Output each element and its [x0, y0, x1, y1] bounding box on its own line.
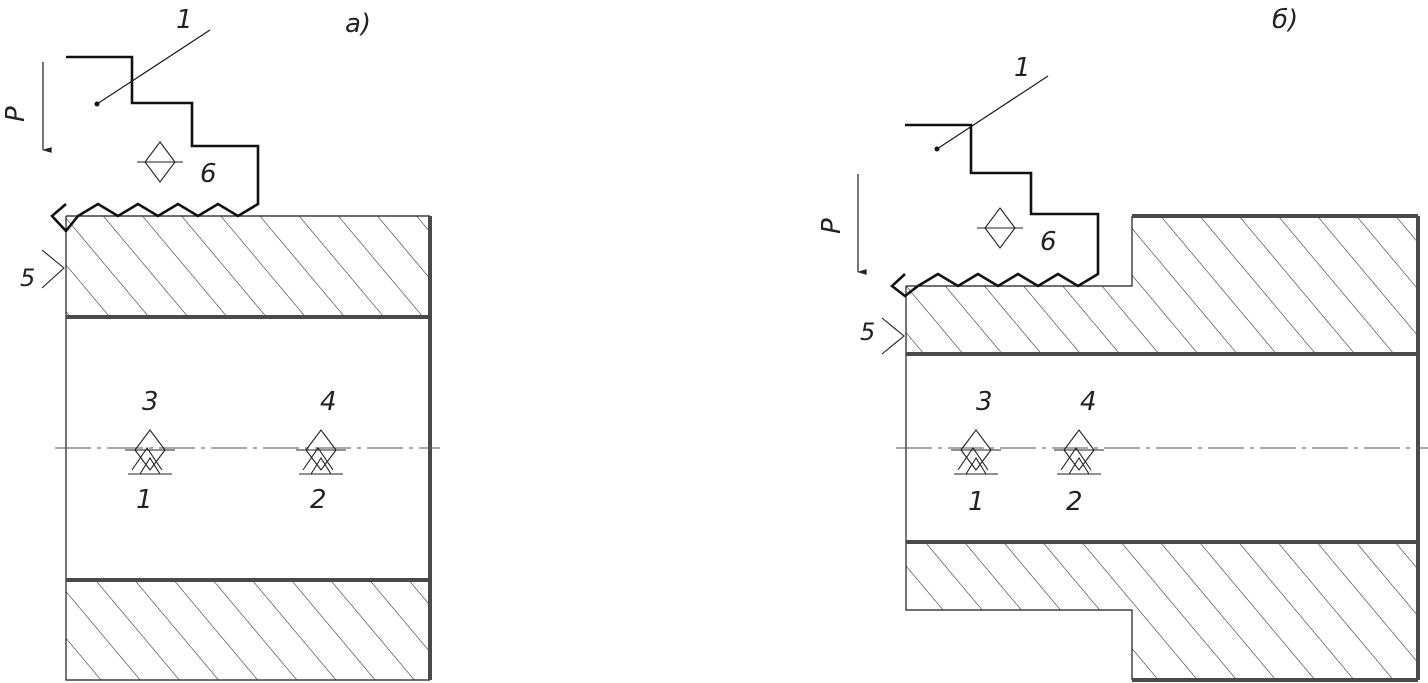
- figure-a-support-top-left-label: 3: [142, 387, 159, 417]
- figure-a-tool-support-label: 6: [200, 159, 217, 189]
- figure-b-support-symbol-right: [1054, 429, 1104, 475]
- figure-b-support-top-right-label: 4: [1080, 387, 1097, 417]
- figure-a-caption: а): [345, 9, 371, 39]
- figure-b: б) 1 P 5 6: [817, 5, 1428, 682]
- figure-b-cutting-tool: [889, 123, 1100, 298]
- figure-b-tool-leader-dot: [934, 146, 940, 152]
- figure-a-force-label: P: [1, 106, 31, 122]
- figure-a-upper-wall-hatch: [66, 216, 430, 317]
- figure-b-upper-wall-hatch: [906, 216, 1418, 354]
- figure-a-support-bottom-right-label: 2: [310, 485, 327, 515]
- figure-a-support-bottom-left-label: 1: [136, 485, 153, 515]
- figure-b-tool-label: 1: [1014, 53, 1031, 83]
- figure-b-surface-mark: [881, 317, 905, 355]
- figure-a-cutting-tool: [50, 55, 260, 233]
- figure-b-tool-support-label: 6: [1040, 227, 1057, 257]
- figure-a-surface-label: 5: [20, 264, 35, 292]
- figure-a-tool-label: 1: [176, 5, 193, 35]
- figure-a-outline: [65, 215, 430, 681]
- figure-b-surface-label: 5: [860, 318, 875, 346]
- figure-a-tool-support-symbol: [137, 141, 183, 183]
- figure-a-lower-wall-hatch: [66, 580, 430, 680]
- figure-b-support-top-left-label: 3: [976, 387, 993, 417]
- figure-a: а) 1 P 5 6: [1, 5, 440, 681]
- figure-a-surface-mark: [41, 249, 65, 289]
- figure-a-tool-leader-dot: [94, 101, 100, 107]
- figure-b-force-label: P: [817, 218, 847, 234]
- figure-b-support-symbol-left: [951, 429, 1001, 475]
- figure-b-caption: б): [1272, 5, 1298, 35]
- figure-a-tool-leader: [96, 29, 211, 105]
- figure-b-support-bottom-left-label: 1: [968, 487, 985, 517]
- figure-a-support-symbol-right: [296, 429, 346, 475]
- figure-a-support-top-right-label: 4: [320, 387, 337, 417]
- figure-b-tool-support-symbol: [977, 207, 1023, 249]
- figure-b-support-bottom-right-label: 2: [1066, 487, 1083, 517]
- figure-b-tool-leader: [936, 75, 1049, 150]
- figure-a-support-symbol-left: [125, 429, 175, 475]
